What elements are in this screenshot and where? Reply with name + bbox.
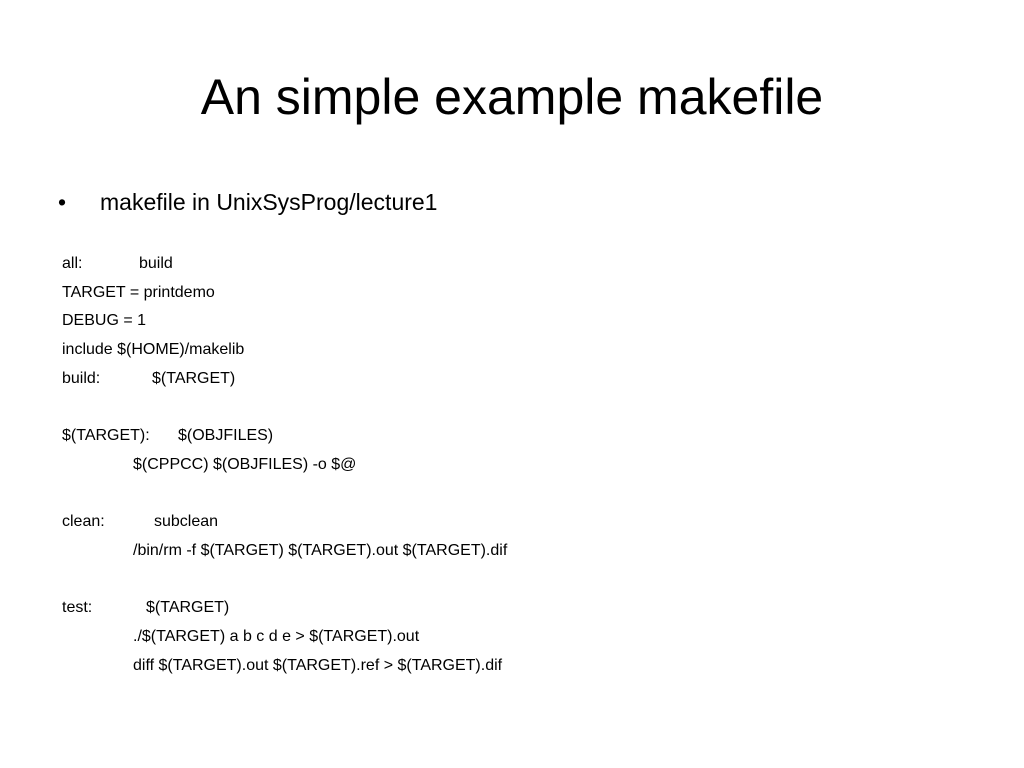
code-line-blank bbox=[62, 566, 507, 595]
code-line-debug: DEBUG = 1 bbox=[62, 312, 147, 330]
code-line-clean-cmd: /bin/rm -f $(TARGET) $(TARGET).out $(TAR… bbox=[133, 541, 508, 559]
rule-test-value: $(TARGET) bbox=[146, 599, 230, 617]
rule-target-value: $(OBJFILES) bbox=[178, 427, 274, 445]
code-line-target-cmd: $(CPPCC) $(OBJFILES) -o $@ bbox=[133, 455, 357, 473]
code-line-test-cmd1: ./$(TARGET) a b c d e > $(TARGET).out bbox=[133, 627, 420, 645]
rule-build-key: build: bbox=[62, 369, 101, 387]
code-line-include: include $(HOME)/makelib bbox=[62, 341, 245, 359]
code-line-all: all: build bbox=[62, 250, 507, 279]
code-line-test-cmd2: diff $(TARGET).out $(TARGET).ref > $(TAR… bbox=[133, 656, 503, 674]
bullet-text: makefile in UnixSysProg/lecture1 bbox=[100, 189, 438, 215]
bullet-item: • makefile in UnixSysProg/lecture1 bbox=[58, 186, 437, 218]
code-line-blank bbox=[62, 480, 507, 509]
makefile-listing: all: build TARGET = printdemo DEBUG = 1 i… bbox=[62, 250, 507, 680]
rule-all-value: build bbox=[139, 255, 173, 272]
rule-all-key: all: bbox=[62, 255, 83, 272]
code-line-clean: clean: subclean bbox=[62, 508, 507, 537]
code-line-test: test: $(TARGET) bbox=[62, 594, 507, 623]
code-line-blank bbox=[62, 393, 507, 422]
code-line-build: build: $(TARGET) bbox=[62, 365, 507, 394]
slide-title: An simple example makefile bbox=[200, 69, 824, 125]
rule-clean-key: clean: bbox=[62, 513, 105, 531]
code-line-target-rule: $(TARGET): $(OBJFILES) bbox=[62, 422, 507, 451]
rule-test-key: test: bbox=[62, 599, 93, 617]
rule-build-value: $(TARGET) bbox=[152, 369, 236, 387]
rule-clean-value: subclean bbox=[154, 513, 219, 531]
rule-target-key: $(TARGET): bbox=[62, 427, 150, 445]
code-line-target: TARGET = printdemo bbox=[62, 283, 215, 301]
bullet-dot: • bbox=[58, 189, 67, 215]
